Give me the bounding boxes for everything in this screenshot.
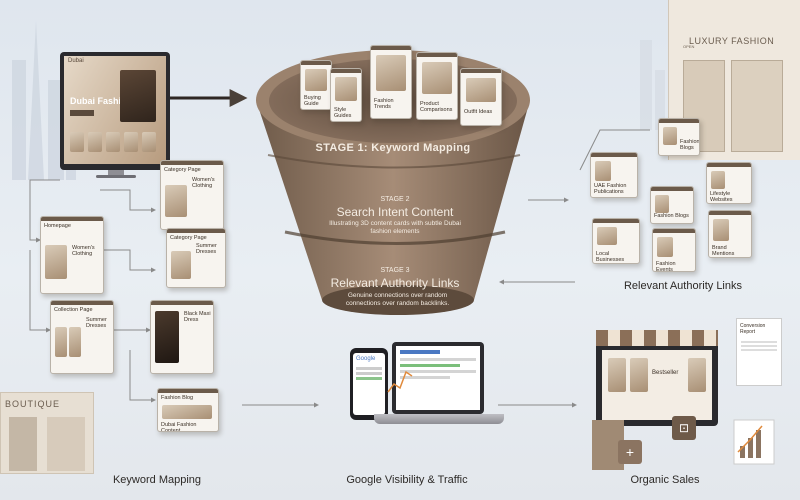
top-card-outfit-ideas: Outfit Ideas bbox=[460, 68, 502, 126]
link-card-fashion-events: Fashion Events bbox=[652, 228, 696, 272]
monitor-cta-button bbox=[70, 110, 94, 116]
boutique-storefront: BOUTIQUE bbox=[0, 392, 94, 474]
smartphone: Google bbox=[350, 348, 388, 420]
fashion-blog-card: Fashion Blog Dubai Fashion Content bbox=[157, 388, 219, 432]
category-page-card-2: Category Page Summer Dresses bbox=[166, 228, 226, 288]
caption-organic-sales: Organic Sales bbox=[630, 474, 700, 486]
link-card-fashion-blogs-2: Fashion Blogs bbox=[650, 186, 694, 224]
laptop-base bbox=[374, 414, 504, 424]
phone-search-brand: Google bbox=[356, 356, 376, 362]
caption-google-visibility: Google Visibility & Traffic bbox=[346, 474, 468, 486]
link-card-lifestyle-websites: Lifestyle Websites bbox=[706, 162, 752, 204]
homepage-card: Homepage Women's Clothing bbox=[40, 216, 104, 294]
monitor-brand: Dubai bbox=[68, 58, 84, 64]
stage2-kicker: STAGE 2 bbox=[380, 196, 410, 203]
product-page-card: Black Maxi Dress bbox=[150, 300, 214, 374]
door-sign: OPEN bbox=[683, 44, 695, 49]
sales-storefront-screen: Bestseller bbox=[596, 330, 718, 426]
sales-screen-label: Bestseller bbox=[652, 370, 679, 376]
funnel-bottom bbox=[322, 285, 474, 315]
funnel-body bbox=[256, 100, 530, 310]
add-to-cart-icon: + bbox=[618, 440, 642, 464]
top-card-buying-guide: Buying Guide bbox=[300, 60, 332, 110]
top-card-fashion-trends: Fashion Trends bbox=[370, 45, 412, 119]
link-card-brand-mentions: Brand Mentions bbox=[708, 210, 752, 258]
caption-keyword-mapping: Keyword Mapping bbox=[112, 474, 202, 486]
stage2-description: Illustrating 3D content cards with subtl… bbox=[329, 220, 461, 235]
caption-relevant-authority-links: Relevant Authority Links bbox=[623, 280, 742, 292]
store-sign: LUXURY FASHION bbox=[689, 36, 775, 46]
stage3-kicker: STAGE 3 bbox=[380, 267, 410, 274]
stage3-title: Relevant Authority Links bbox=[330, 276, 460, 290]
link-card-uae-publications: UAE Fashion Publications bbox=[590, 152, 638, 198]
stage2-title: Search Intent Content bbox=[336, 205, 454, 219]
monitor-screen: Dubai Dubai Fashion bbox=[64, 56, 166, 164]
link-card-local-businesses: Local Businesses bbox=[592, 218, 640, 264]
top-card-style-guides: Style Guides bbox=[330, 68, 362, 122]
receipt-title: Conversion Report bbox=[740, 323, 766, 335]
link-card-fashion-blogs-1: Fashion Blogs bbox=[658, 118, 700, 156]
laptop bbox=[392, 342, 484, 414]
cart-icon: ⊡ bbox=[672, 416, 696, 440]
monitor-hero-title: Dubai Fashion bbox=[70, 96, 133, 106]
boutique-sign: BOUTIQUE bbox=[5, 399, 61, 409]
stage3-description: Genuine connections over random connecti… bbox=[345, 292, 450, 307]
collection-page-card: Collection Page Summer Dresses bbox=[50, 300, 114, 374]
top-card-product-comparisons: Product Comparisons bbox=[416, 52, 458, 120]
stage1-title: STAGE 1: Keyword Mapping bbox=[315, 142, 471, 154]
desktop-monitor: Dubai Dubai Fashion bbox=[60, 52, 172, 178]
conversion-receipt: Conversion Report bbox=[736, 318, 782, 386]
